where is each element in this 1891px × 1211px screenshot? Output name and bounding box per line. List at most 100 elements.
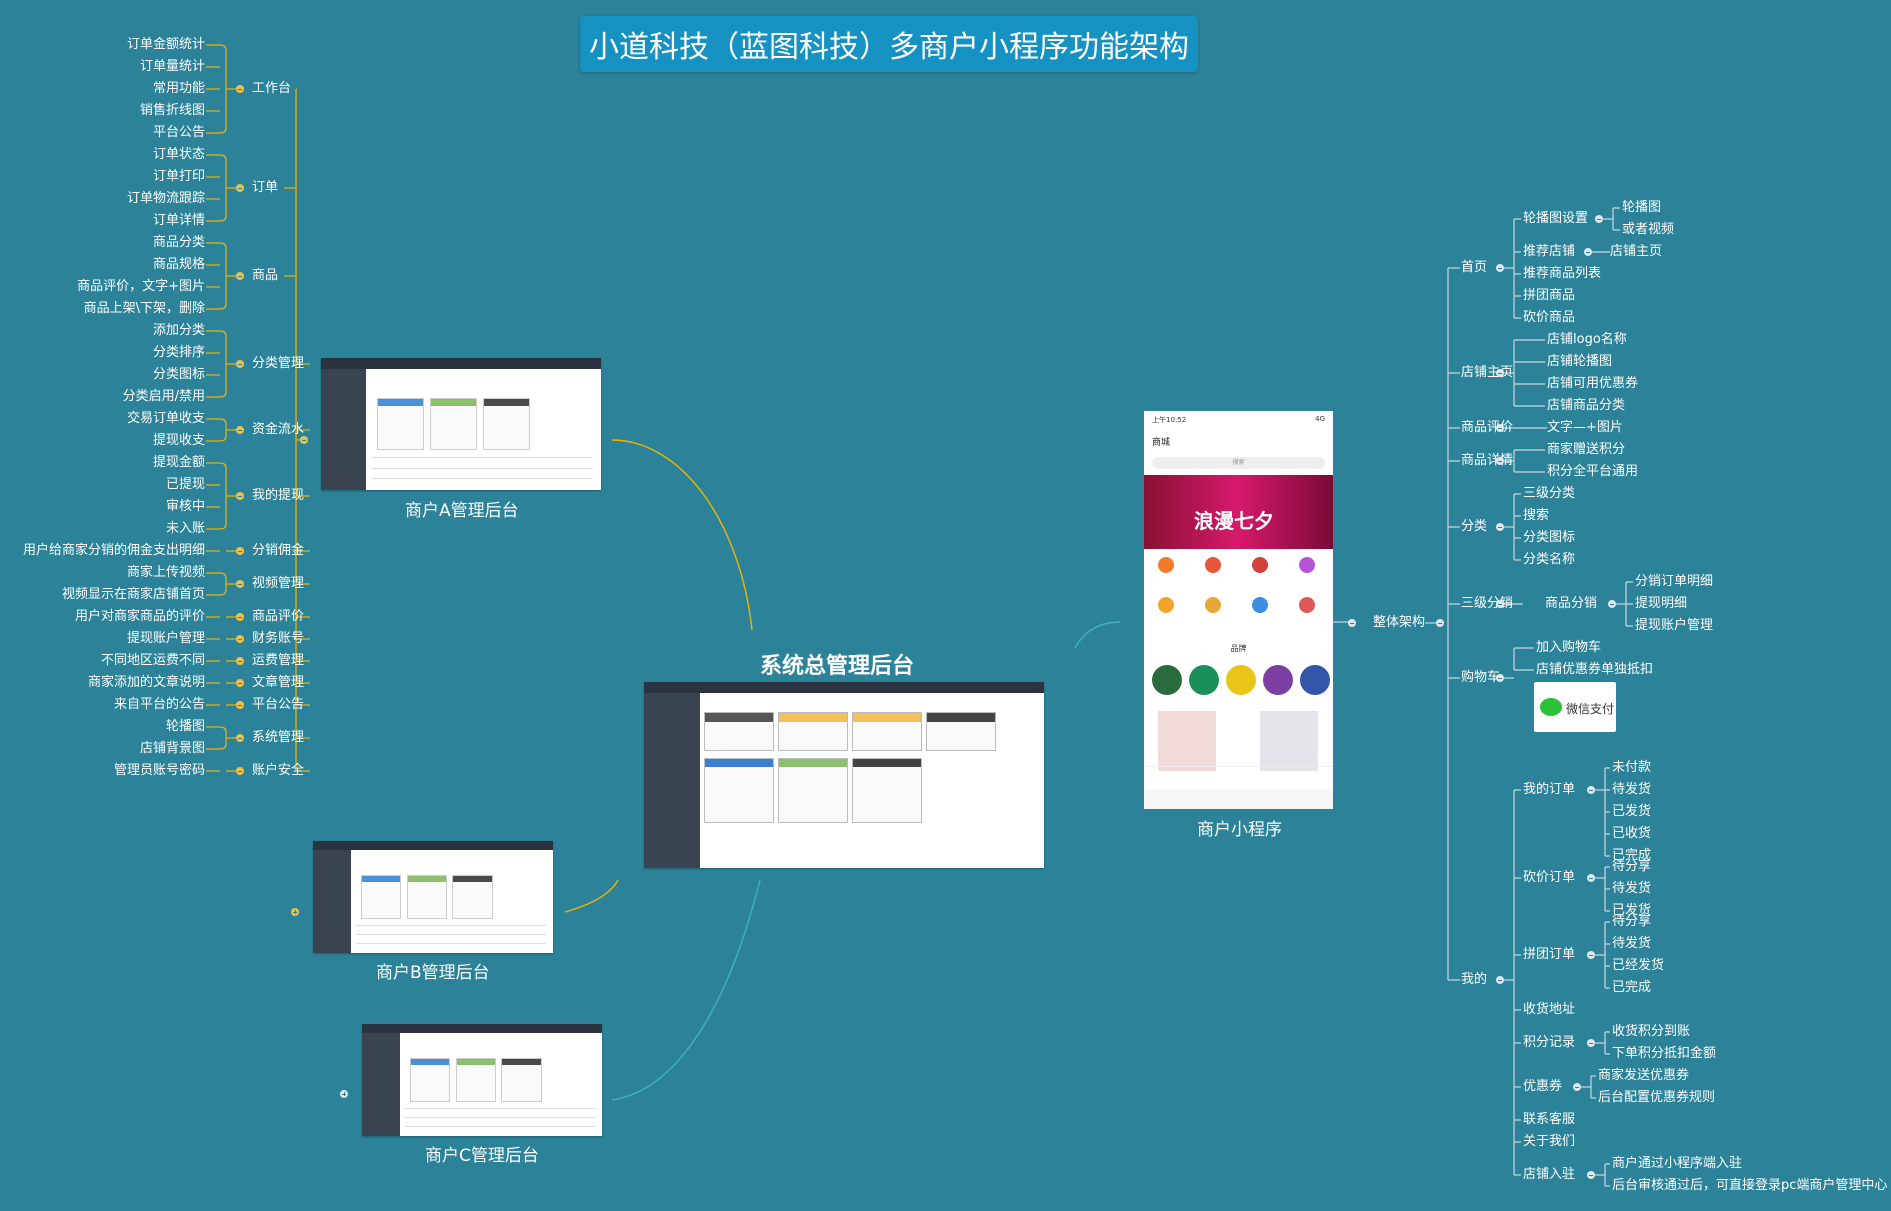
left-leaf-item: 商品分类 — [152, 235, 205, 250]
left-category-9: 商品评价 — [252, 609, 305, 624]
right-leaf-item: 待分享 — [1612, 914, 1652, 929]
admin-stat-box — [377, 397, 424, 450]
collapse-toggle-icon[interactable] — [1496, 264, 1504, 272]
right-category-8: 我的 — [1461, 972, 1488, 987]
collapse-toggle-icon[interactable] — [291, 908, 299, 916]
right-category-7: 购物车 — [1461, 670, 1501, 685]
admin-panel — [778, 758, 848, 824]
left-leaf-item: 来自平台的公告 — [113, 697, 205, 712]
left-leaf-item: 常用功能 — [152, 81, 205, 96]
collapse-toggle-icon[interactable] — [340, 1090, 348, 1098]
left-category-1: 工作台 — [252, 81, 292, 96]
admin-sidebar — [321, 368, 366, 490]
left-leaf-item: 商家上传视频 — [126, 565, 205, 580]
right-leaf-item: 提现账户管理 — [1635, 618, 1714, 633]
left-category-13: 平台公告 — [252, 697, 305, 712]
left-leaf-item: 商品评价，文字+图片 — [77, 279, 205, 294]
collapse-toggle-icon[interactable] — [1496, 674, 1504, 682]
collapse-toggle-icon[interactable] — [236, 492, 244, 500]
collapse-toggle-icon[interactable] — [236, 635, 244, 643]
collapse-toggle-icon[interactable] — [1348, 619, 1356, 627]
right-leaf-item: 拼团订单 — [1523, 947, 1576, 962]
left-leaf-item: 交易订单收支 — [126, 411, 205, 426]
collapse-toggle-icon[interactable] — [1595, 215, 1603, 223]
right-leaf-item: 分类图标 — [1523, 530, 1576, 545]
collapse-toggle-icon[interactable] — [236, 679, 244, 687]
collapse-toggle-icon[interactable] — [236, 547, 244, 555]
collapse-toggle-icon[interactable] — [1573, 1083, 1581, 1091]
connector — [219, 418, 227, 442]
right-leaf-item: 拼团商品 — [1523, 288, 1576, 303]
admin-stat-box — [452, 874, 493, 920]
admin-divider — [371, 467, 593, 469]
collapse-toggle-icon[interactable] — [236, 613, 244, 621]
collapse-toggle-icon[interactable] — [1496, 523, 1504, 531]
collapse-toggle-icon[interactable] — [236, 360, 244, 368]
right-category-3: 商品评价 — [1461, 420, 1514, 435]
collapse-toggle-icon[interactable] — [236, 701, 244, 709]
right-leaf-item: 商家赠送积分 — [1547, 442, 1626, 457]
admin-panel — [704, 711, 774, 751]
right-leaf-item: 后台配置优惠券规则 — [1598, 1090, 1716, 1105]
left-category-6: 我的提现 — [252, 488, 305, 503]
brand-logo — [1189, 665, 1219, 695]
right-root-node: 整体架构 — [1373, 615, 1426, 630]
collapse-toggle-icon[interactable] — [236, 272, 244, 280]
collapse-toggle-icon[interactable] — [1584, 248, 1592, 256]
collapse-toggle-icon[interactable] — [300, 436, 308, 444]
admin-stat-box — [483, 397, 531, 450]
right-leaf-item: 已收货 — [1612, 826, 1652, 841]
left-leaf-item: 订单金额统计 — [126, 37, 205, 52]
left-leaf-item: 订单状态 — [152, 147, 205, 162]
right-leaf-item: 已发货 — [1612, 903, 1652, 918]
collapse-toggle-icon[interactable] — [1496, 424, 1504, 432]
merchant-b-caption: 商户B管理后台 — [376, 963, 490, 983]
right-leaf-item: 文字—+图片 — [1547, 420, 1623, 435]
collapse-toggle-icon[interactable] — [1496, 369, 1504, 377]
collapse-toggle-icon[interactable] — [236, 767, 244, 775]
right-leaf-item: 砍价订单 — [1523, 870, 1576, 885]
left-leaf-item: 提现收支 — [152, 433, 205, 448]
left-category-3: 商品 — [252, 268, 279, 283]
right-leaf-item: 店铺轮播图 — [1547, 354, 1613, 369]
right-leaf-item: 商家发送优惠券 — [1598, 1068, 1690, 1083]
collapse-toggle-icon[interactable] — [236, 734, 244, 742]
left-leaf-item: 提现账户管理 — [126, 631, 205, 646]
collapse-toggle-icon[interactable] — [236, 426, 244, 434]
collapse-toggle-icon[interactable] — [1496, 457, 1504, 465]
right-category-4: 商品详情 — [1461, 453, 1514, 468]
left-leaf-item: 店铺背景图 — [139, 741, 205, 756]
collapse-toggle-icon[interactable] — [1587, 786, 1595, 794]
right-leaf-item: 我的订单 — [1523, 782, 1576, 797]
right-leaf-item: 三级分类 — [1523, 486, 1576, 501]
collapse-toggle-icon[interactable] — [1587, 1039, 1595, 1047]
phone-tab-bar — [1144, 766, 1333, 787]
admin-panel — [852, 758, 922, 824]
right-leaf-item: 砍价商品 — [1523, 310, 1576, 325]
left-leaf-item: 审核中 — [165, 499, 205, 514]
left-category-7: 分销佣金 — [252, 543, 305, 558]
collapse-toggle-icon[interactable] — [1587, 874, 1595, 882]
left-leaf-item: 用户对商家商品的评价 — [74, 609, 205, 624]
collapse-toggle-icon[interactable] — [1587, 951, 1595, 959]
admin-divider — [371, 457, 593, 458]
collapse-toggle-icon[interactable] — [236, 184, 244, 192]
collapse-toggle-icon[interactable] — [236, 85, 244, 93]
collapse-toggle-icon[interactable] — [236, 657, 244, 665]
collapse-toggle-icon[interactable] — [1496, 600, 1504, 608]
right-leaf-item: 收货地址 — [1523, 1002, 1576, 1017]
admin-stat-box — [361, 874, 402, 920]
admin-topbar — [321, 358, 601, 369]
right-leaf-item: 店铺优惠券单独抵扣 — [1536, 662, 1654, 677]
admin-stat-box — [501, 1057, 542, 1103]
right-leaf-item: 待分享 — [1612, 859, 1652, 874]
collapse-toggle-icon[interactable] — [1436, 619, 1444, 627]
collapse-toggle-icon[interactable] — [1496, 976, 1504, 984]
phone-menu-icon — [1205, 557, 1221, 573]
connector — [219, 330, 227, 398]
collapse-toggle-icon[interactable] — [1608, 600, 1616, 608]
right-leaf-item: 或者视频 — [1622, 222, 1675, 237]
connector — [1074, 621, 1121, 649]
collapse-toggle-icon[interactable] — [1587, 1171, 1595, 1179]
collapse-toggle-icon[interactable] — [236, 580, 244, 588]
